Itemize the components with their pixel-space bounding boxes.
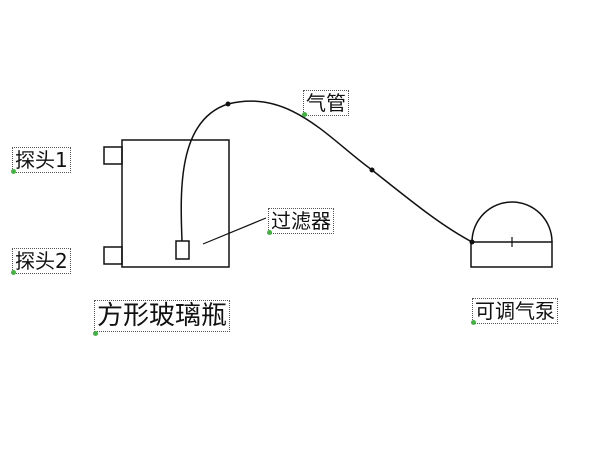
probe2-label: 探头2 [12, 248, 71, 274]
pump-dome [471, 201, 553, 243]
tube-node-mid [369, 167, 375, 173]
air-tube-label: 气管 [303, 90, 349, 116]
filter [175, 240, 190, 260]
tube-node-top [225, 101, 231, 107]
pump-label: 可调气泵 [472, 298, 558, 324]
bottle-label-anchor [93, 331, 98, 336]
square-glass-bottle [121, 139, 230, 268]
probe1-stub [103, 146, 123, 165]
air-tube-label-anchor [302, 112, 307, 117]
probe1-label-anchor [11, 169, 16, 174]
air-tube [180, 100, 473, 243]
filter-leader-line [202, 217, 267, 245]
probe2-label-anchor [11, 270, 16, 275]
bottle-label: 方形玻璃瓶 [94, 300, 231, 332]
pump-label-anchor [471, 320, 476, 325]
filter-label-anchor [267, 230, 272, 235]
filter-label: 过滤器 [268, 208, 334, 234]
probe2-stub [103, 246, 123, 265]
probe1-label: 探头1 [12, 147, 71, 173]
